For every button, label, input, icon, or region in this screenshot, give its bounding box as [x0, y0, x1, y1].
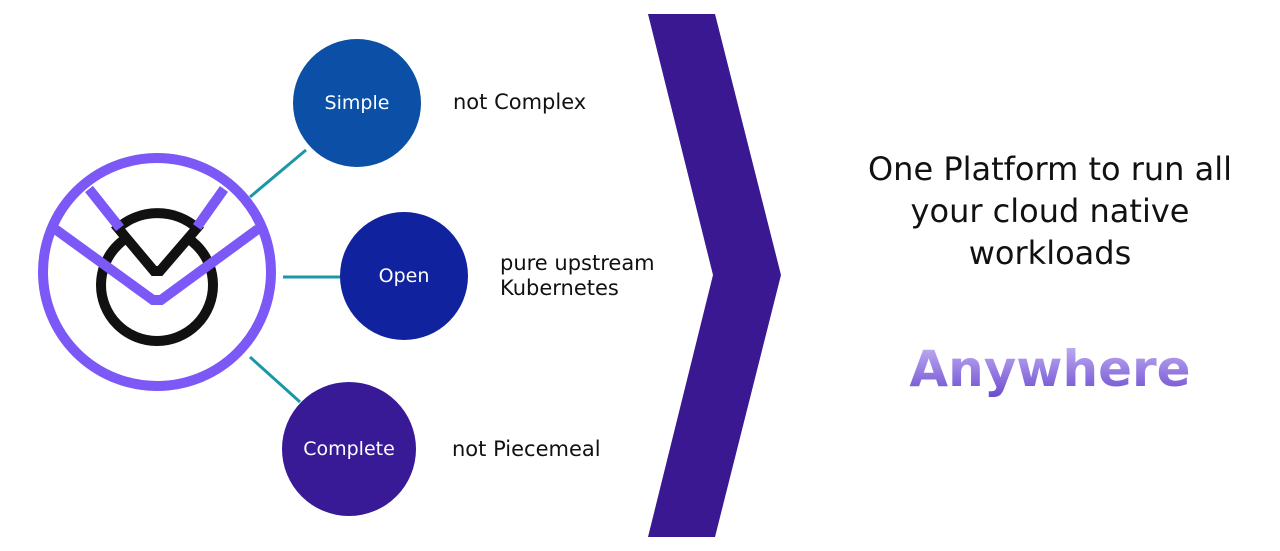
contrast-open: pure upstream Kubernetes	[500, 251, 655, 301]
bubble-open	[340, 212, 468, 340]
bubble-complete	[282, 382, 416, 516]
contrast-simple: not Complex	[453, 90, 587, 114]
headline-line-2: your cloud native	[910, 192, 1190, 230]
pillar-label-complete: Complete	[303, 438, 395, 460]
logo-icon	[38, 153, 276, 391]
headline: One Platform to run all your cloud nativ…	[820, 148, 1280, 274]
connector-simple	[249, 148, 307, 199]
connectors	[248, 148, 341, 404]
bubble-simple	[293, 39, 421, 167]
contrast-open-line-1: pure upstream	[500, 251, 655, 275]
tagline: Anywhere	[820, 340, 1280, 398]
contrast-open-line-2: Kubernetes	[500, 276, 619, 300]
pillar-label-simple: Simple	[324, 92, 390, 114]
chevron-arrow	[648, 14, 781, 537]
pillar-label-open: Open	[378, 265, 430, 287]
connector-complete	[248, 355, 302, 404]
headline-line-3: workloads	[968, 234, 1132, 272]
headline-line-1: One Platform to run all	[867, 150, 1233, 188]
contrast-complete: not Piecemeal	[452, 437, 601, 461]
